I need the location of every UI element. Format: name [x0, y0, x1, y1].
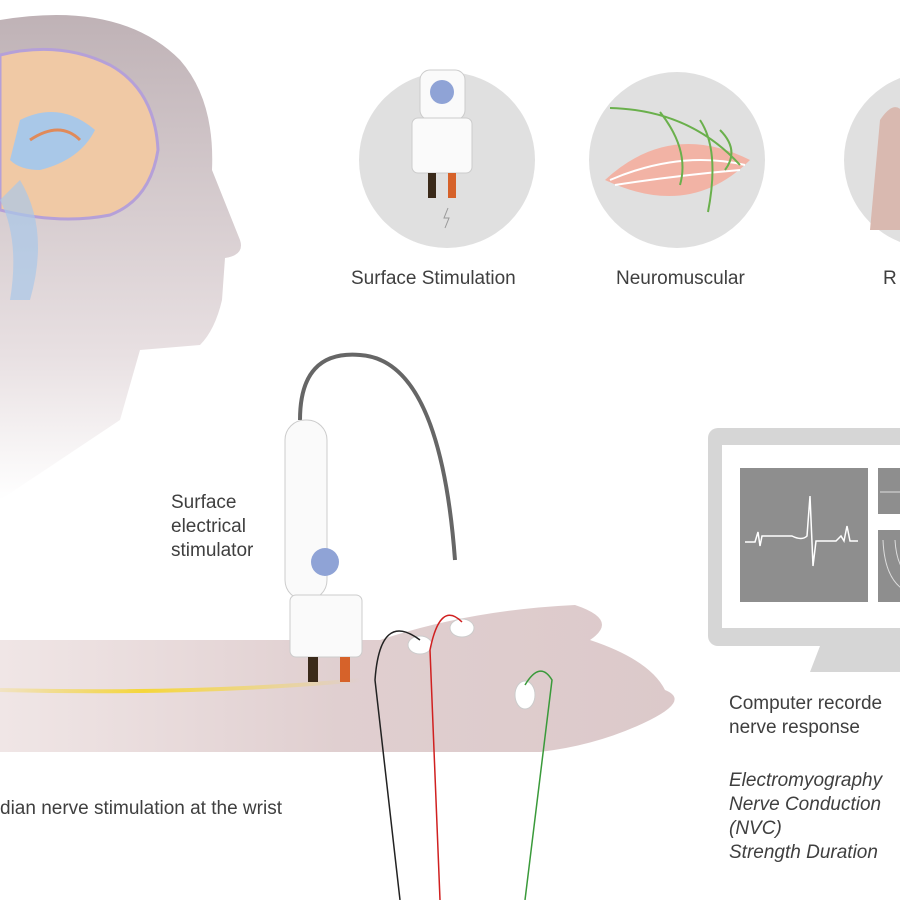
stimulator-label-1: Surface: [171, 492, 237, 513]
head-silhouette: [0, 15, 241, 500]
method-nerve-conduction: Nerve Conduction: [729, 794, 882, 815]
stimulator-label-3: stimulator: [171, 540, 254, 561]
computer-monitor: [708, 428, 900, 672]
circle-label-surface-stimulation: Surface Stimulation: [351, 268, 516, 289]
computer-title-2: nerve response: [729, 717, 860, 738]
arm: [0, 605, 675, 752]
circle-neuromuscular: [589, 72, 765, 248]
circle-r: [844, 78, 900, 242]
electrodes: [374, 614, 553, 900]
method-nvc: (NVC): [729, 818, 782, 839]
computer-title-1: Computer recorde: [729, 693, 883, 714]
circle-label-r: R: [883, 268, 897, 289]
method-strength-duration: Strength Duration: [729, 842, 878, 863]
circle-label-neuromuscular: Neuromuscular: [616, 268, 745, 289]
stimulator-cable: [298, 352, 457, 561]
wrist-caption: dian nerve stimulation at the wrist: [0, 798, 282, 819]
circle-surface-stimulation: [359, 69, 535, 248]
surface-stimulator: [284, 419, 363, 682]
method-emg: Electromyography: [729, 770, 883, 791]
stimulator-label-2: electrical: [171, 516, 246, 537]
